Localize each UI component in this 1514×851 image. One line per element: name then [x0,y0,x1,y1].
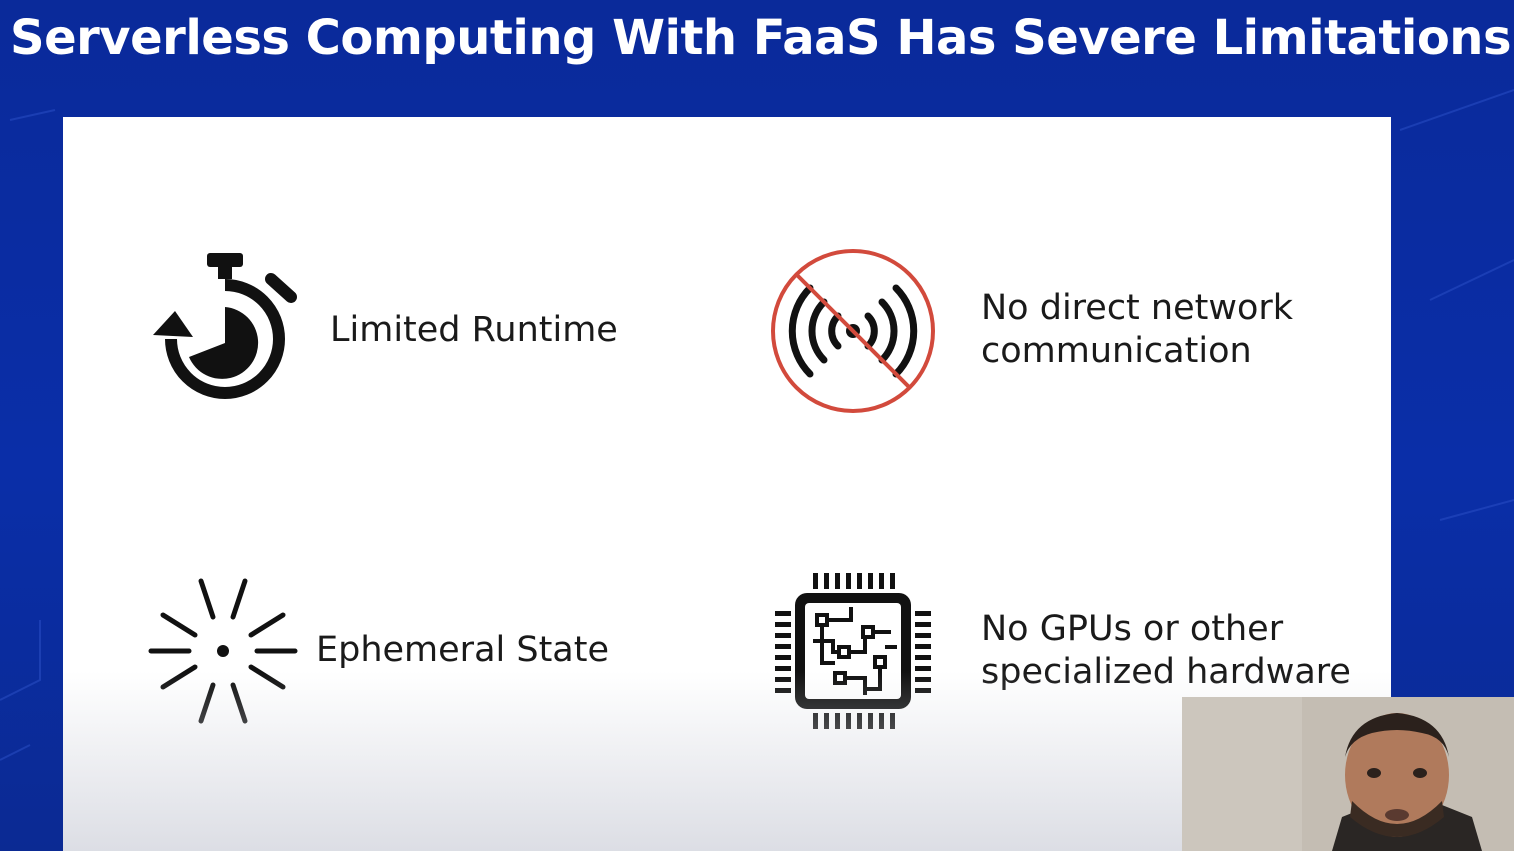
panel-bottom-fade [63,671,1391,851]
limitation-label: No direct network communication [981,287,1293,373]
content-panel: Limited Runtime No direct network [63,117,1391,851]
stopwatch-icon [145,249,301,411]
limitation-label-line-1: No GPUs or other [981,609,1284,649]
limitation-label-line-1: No direct network [981,288,1294,328]
slide-title: Serverless Computing With FaaS Has Sever… [10,10,1512,66]
limitation-label-line-2: communication [981,331,1252,371]
no-wireless-icon [768,246,938,416]
limitation-label: Ephemeral State [316,630,610,670]
limitation-label: Limited Runtime [330,310,618,350]
presenter-video-icon [1182,697,1514,851]
